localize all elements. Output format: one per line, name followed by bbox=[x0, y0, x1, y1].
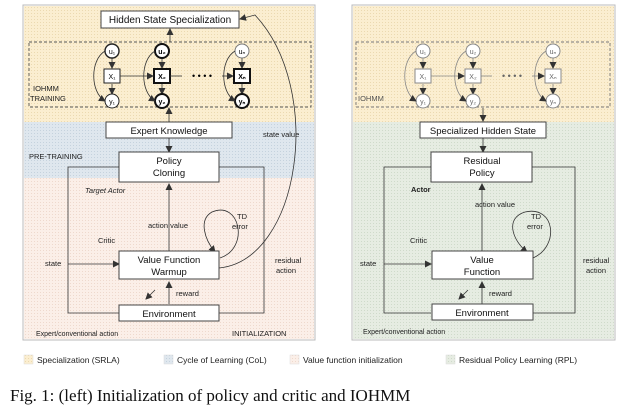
right-node-y1-label: y₁ bbox=[420, 99, 427, 106]
residual-policy-box bbox=[430, 151, 533, 183]
state-value-label: state value bbox=[263, 130, 299, 139]
value-warmup-label-1: Value Function bbox=[138, 255, 201, 266]
reward-label: reward bbox=[176, 289, 199, 298]
iohmm-chain-left: u₁ X₁ y₁ u₂ X₂ y₂ • • • • uₙ bbox=[93, 43, 251, 109]
right-residual-action-label-1: residual bbox=[583, 256, 610, 265]
node-u2-label: u₂ bbox=[158, 49, 165, 56]
specialized-hidden-state-label: Specialized Hidden State bbox=[430, 126, 536, 137]
right-iohmm-label: IOHMM bbox=[358, 94, 384, 103]
node-xn-label: Xₙ bbox=[238, 74, 246, 81]
value-warmup-box bbox=[118, 250, 220, 280]
legend-swatch-specialization bbox=[23, 354, 34, 365]
residual-action-label-1: residual bbox=[275, 256, 302, 265]
right-node-un-label: uₙ bbox=[550, 49, 557, 56]
chain-dots: • • • • bbox=[192, 71, 212, 81]
right-node-u2-label: u₂ bbox=[470, 49, 477, 56]
right-node-xn-label: Xₙ bbox=[549, 74, 557, 81]
right-td-error-label-2: error bbox=[527, 222, 543, 231]
node-x2-label: X₂ bbox=[158, 74, 166, 81]
policy-cloning-label-2: Cloning bbox=[153, 168, 185, 179]
node-un-label: uₙ bbox=[239, 49, 246, 56]
node-xn bbox=[233, 68, 251, 84]
right-node-x2-label: X₂ bbox=[469, 74, 477, 81]
policy-cloning-label-1: Policy bbox=[156, 156, 182, 167]
actor-label: Actor bbox=[411, 185, 431, 194]
right-td-error-label-1: TD bbox=[531, 212, 542, 221]
right-expert-action-label: Expert/conventional action bbox=[363, 329, 445, 336]
right-panel-border bbox=[351, 4, 616, 341]
node-y2-label: y₂ bbox=[158, 99, 165, 106]
residual-policy-label-2: Policy bbox=[469, 168, 495, 179]
right-node-y2-label: y₂ bbox=[470, 99, 477, 106]
right-node-x1-label: X₁ bbox=[419, 74, 427, 81]
critic-label: Critic bbox=[98, 236, 115, 245]
expert-knowledge-label: Expert Knowledge bbox=[130, 126, 207, 137]
legend-swatch-col bbox=[163, 354, 174, 365]
right-panel: IOHMM u₁ X₁ y₁ u₂ X₂ y₂ • • • • bbox=[351, 4, 616, 341]
action-value-label: action value bbox=[148, 221, 188, 230]
residual-action-label-2: action bbox=[276, 266, 296, 275]
right-residual-action-label-2: action bbox=[586, 266, 606, 275]
right-action-value-label: action value bbox=[475, 200, 515, 209]
right-environment-label: Environment bbox=[455, 308, 509, 319]
environment-label: Environment bbox=[142, 309, 196, 320]
state-label: state bbox=[45, 259, 61, 268]
legend-item-4: Residual Policy Learning (RPL) bbox=[459, 355, 577, 365]
right-specialization-region bbox=[353, 6, 614, 122]
node-u1-label: u₁ bbox=[109, 49, 116, 56]
legend-swatch-rpl bbox=[445, 354, 456, 365]
legend-item-1: Specialization (SRLA) bbox=[37, 355, 120, 365]
node-y1-label: y₁ bbox=[109, 99, 116, 106]
value-function-box bbox=[431, 250, 534, 280]
hidden-state-specialization-label: Hidden State Specialization bbox=[109, 15, 231, 26]
iohmm-chain-right: u₁ X₁ y₁ u₂ X₂ y₂ • • • • uₙ Xₙ bbox=[404, 43, 562, 109]
right-chain-dots: • • • • bbox=[502, 71, 522, 81]
right-reward-label: reward bbox=[489, 289, 512, 298]
training-label: TRAINING bbox=[30, 94, 66, 103]
policy-cloning-box bbox=[118, 151, 220, 183]
figure-caption: Fig. 1: (left) Initialization of policy … bbox=[10, 386, 411, 405]
residual-policy-label-1: Residual bbox=[464, 156, 501, 167]
value-function-label-1: Value bbox=[470, 255, 494, 266]
initialization-label: INITIALIZATION bbox=[232, 329, 286, 338]
right-critic-label: Critic bbox=[410, 236, 427, 245]
right-node-xn bbox=[544, 68, 562, 84]
td-error-label-1: TD bbox=[237, 212, 248, 221]
node-x1-label: X₁ bbox=[108, 74, 116, 81]
right-node-yn-label: yₙ bbox=[550, 99, 557, 106]
right-iohmm-box bbox=[355, 41, 611, 108]
target-actor-label: Target Actor bbox=[85, 186, 126, 195]
right-node-u1-label: u₁ bbox=[420, 49, 427, 56]
value-function-label-2: Function bbox=[464, 267, 500, 278]
right-state-label: state bbox=[360, 259, 376, 268]
td-error-label-2: error bbox=[232, 222, 248, 231]
legend-item-3: Value function initialization bbox=[303, 355, 403, 365]
left-panel-border bbox=[22, 4, 316, 341]
expert-action-label: Expert/conventional action bbox=[36, 331, 118, 338]
pre-training-label: PRE-TRAINING bbox=[29, 152, 83, 161]
legend-swatch-init bbox=[289, 354, 300, 365]
legend: Specialization (SRLA) Cycle of Learning … bbox=[23, 354, 577, 365]
left-panel: Hidden State Specialization IOHMM TRAINI… bbox=[22, 4, 316, 341]
environment-box bbox=[118, 304, 220, 322]
value-warmup-label-2: Warmup bbox=[151, 267, 187, 278]
right-environment-box bbox=[431, 303, 534, 321]
iohmm-label: IOHMM bbox=[33, 84, 59, 93]
legend-item-2: Cycle of Learning (CoL) bbox=[177, 355, 267, 365]
node-yn-label: yₙ bbox=[239, 99, 246, 106]
